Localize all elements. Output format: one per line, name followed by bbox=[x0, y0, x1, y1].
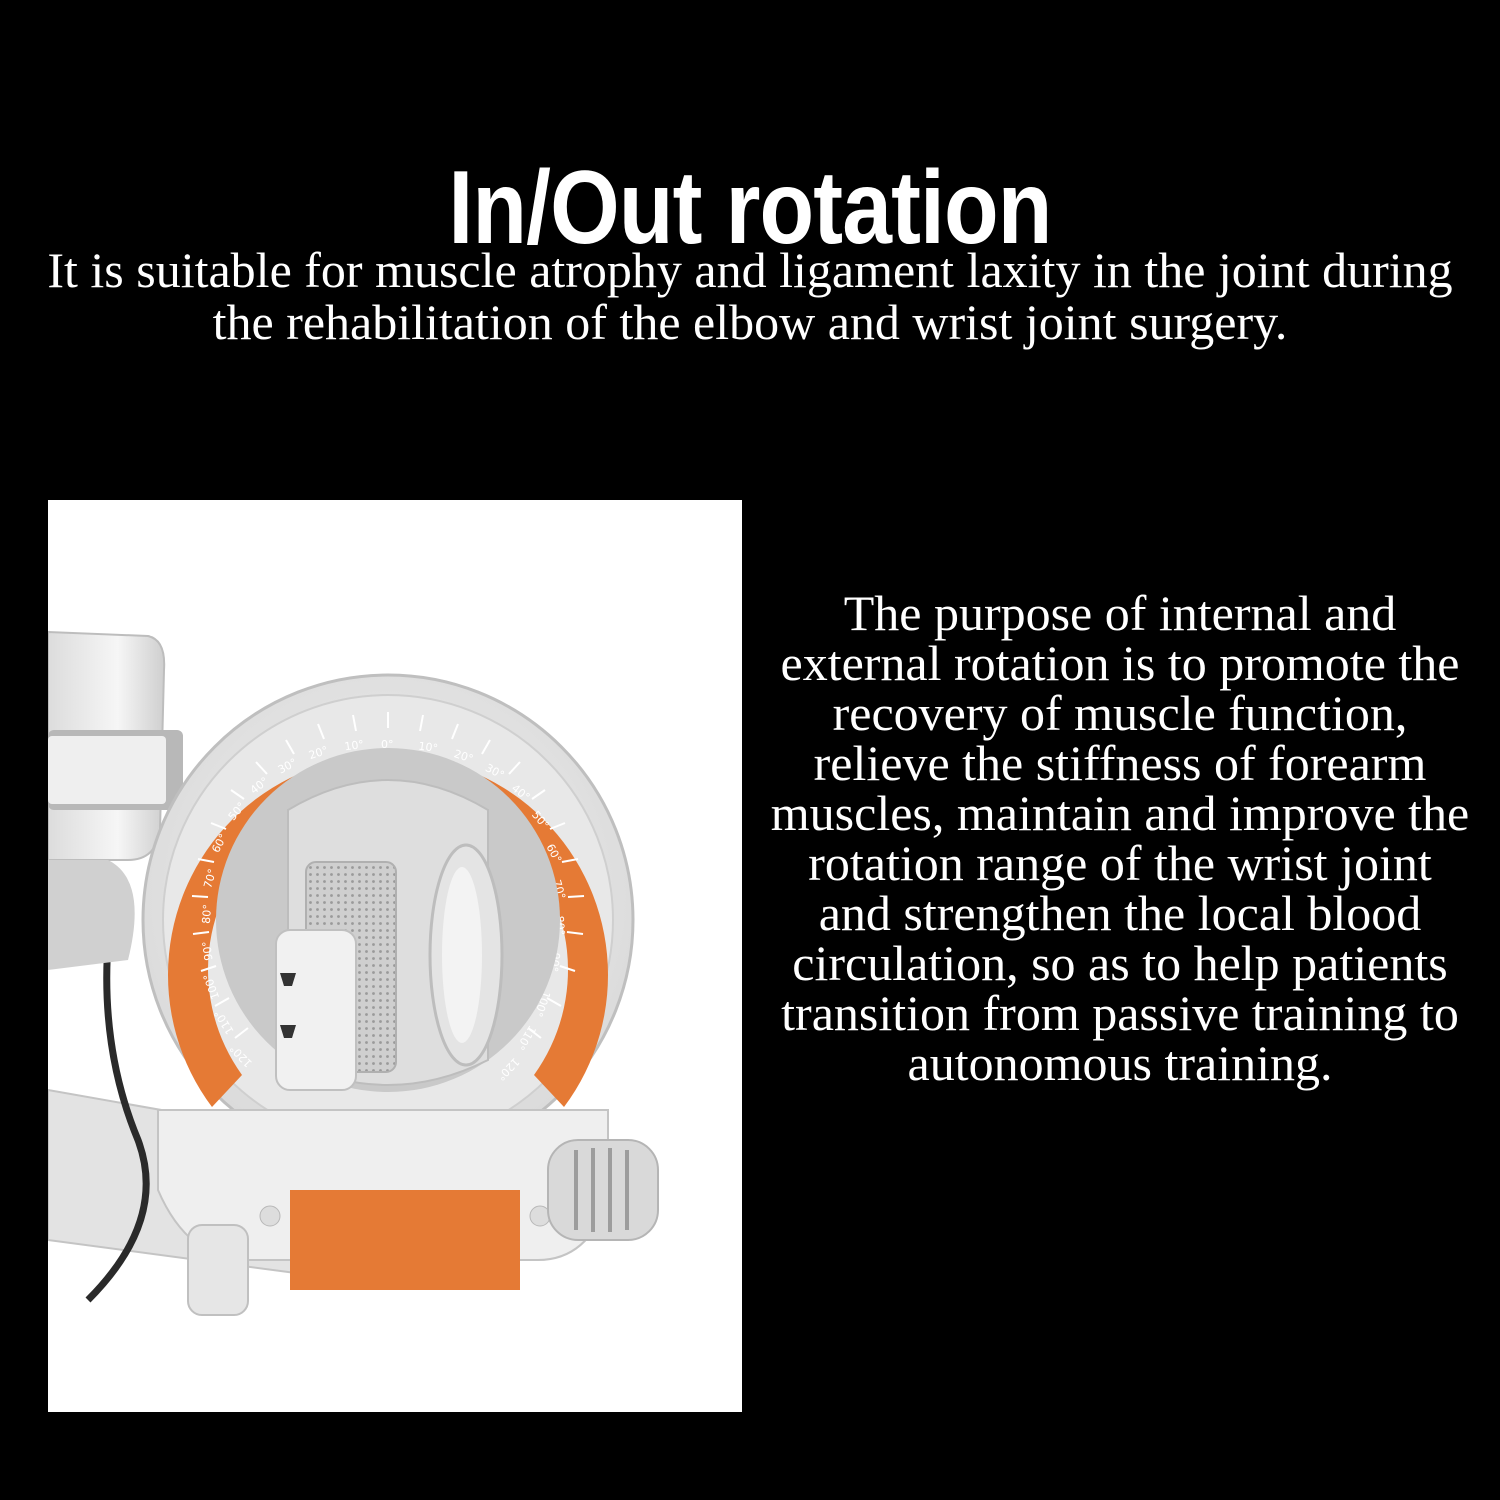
rotation-device-illustration: 0° 10° 20° 30° 40° 50° 60° 70° 80° 90° 1… bbox=[48, 630, 659, 1316]
page-title: In/Out rotation bbox=[448, 149, 1052, 266]
product-image-panel: 0° 10° 20° 30° 40° 50° 60° 70° 80° 90° 1… bbox=[48, 500, 742, 1412]
scale-label-r20: 20° bbox=[452, 747, 475, 765]
scale-label-center: 0° bbox=[381, 738, 394, 751]
scale-label-l70: 70° bbox=[201, 867, 219, 889]
device-angle-scale bbox=[167, 754, 608, 1107]
device-orange-label-plate bbox=[290, 1190, 520, 1290]
device-clip bbox=[275, 929, 357, 1091]
scale-label-l90: 90° bbox=[200, 940, 216, 961]
purpose-description: The purpose of internal and external rot… bbox=[770, 585, 1470, 1091]
scale-label-l80: 80° bbox=[200, 904, 214, 924]
intro-description: It is suitable for muscle atrophy and li… bbox=[47, 242, 1453, 350]
device-adjust-knob bbox=[547, 1139, 659, 1241]
device-scale-ticks bbox=[191, 712, 585, 1039]
scale-label-l20: 20° bbox=[307, 744, 330, 762]
scale-label-r10: 10° bbox=[418, 740, 439, 756]
scale-label-l10: 10° bbox=[344, 738, 365, 754]
